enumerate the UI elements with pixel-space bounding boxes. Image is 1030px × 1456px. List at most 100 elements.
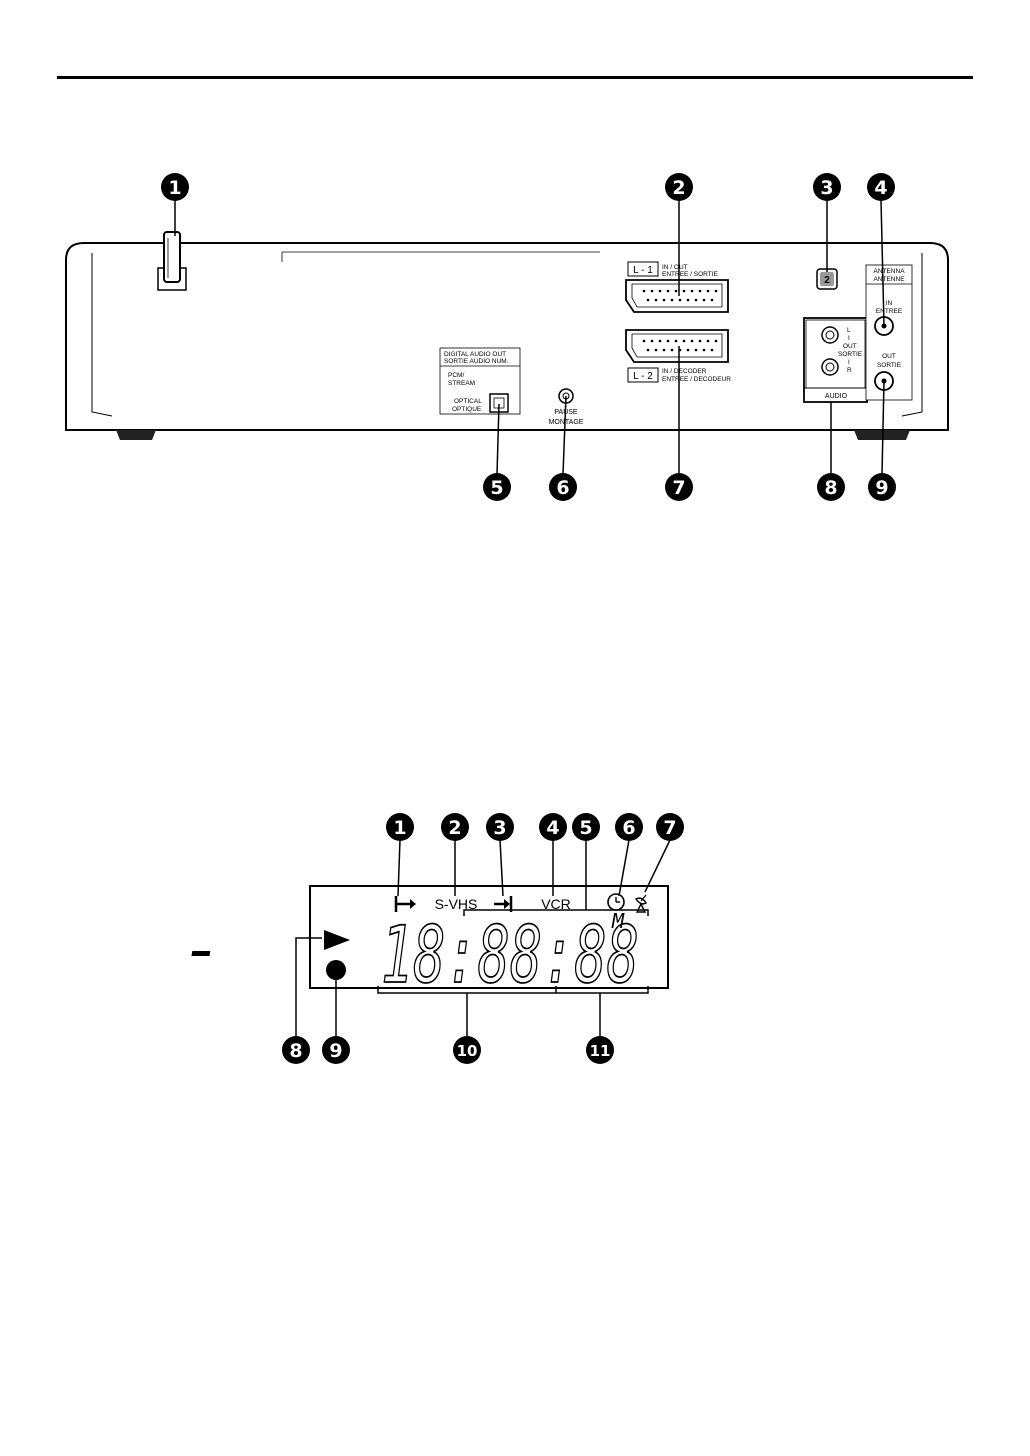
svg-text:3: 3: [493, 817, 506, 839]
l1-text-2: ENTREE / SORTIE: [662, 271, 719, 278]
optical-text-2: OPTIQUE: [452, 406, 482, 413]
scart-pin: [683, 340, 686, 343]
foot-right: [854, 430, 910, 440]
scart-pin: [651, 290, 654, 293]
scart-pin: [695, 349, 698, 352]
scart-pin: [651, 340, 654, 343]
scart-pin: [655, 349, 658, 352]
l1-text-1: IN / OUT: [662, 264, 688, 271]
antenna-in-1: IN: [886, 300, 893, 307]
svg-text:4: 4: [874, 177, 887, 199]
optical-text-1: OPTICAL: [454, 398, 482, 405]
svg-text:8: 8: [289, 1040, 302, 1062]
scart-pin: [699, 340, 702, 343]
svg-text:6: 6: [622, 817, 635, 839]
display-callout-8: 8: [282, 1036, 310, 1064]
pcm-text-1: PCM/: [448, 372, 464, 379]
l2-text-1: IN / DECODER: [662, 368, 707, 375]
scart-pin: [663, 349, 666, 352]
channel-switch-text: 2: [824, 275, 830, 286]
scart-pin: [707, 290, 710, 293]
scart-pin: [667, 290, 670, 293]
audio-label: AUDIO: [825, 393, 848, 400]
scart-pin: [647, 349, 650, 352]
foot-left: [116, 430, 156, 440]
antenna-out-1: OUT: [882, 353, 896, 360]
scart-pin: [679, 299, 682, 302]
display-callout-2: 2: [441, 813, 469, 841]
digital-audio-out: DIGITAL AUDIO OUT SORTIE AUDIO NUM. PCM/…: [440, 348, 520, 414]
scart-pin: [667, 340, 670, 343]
rear-callout-2: 2: [665, 173, 693, 201]
svg-text:4: 4: [546, 817, 559, 839]
svg-text:7: 7: [663, 817, 676, 839]
scart-pin: [687, 349, 690, 352]
svg-text:11: 11: [590, 1042, 611, 1060]
digital-audio-text-2: SORTIE AUDIO NUM.: [444, 358, 509, 365]
svg-text:6: 6: [556, 477, 569, 499]
scart-pin: [675, 340, 678, 343]
svg-text:7: 7: [672, 477, 685, 499]
audio-output-jacks: AUDIO L I OUT SORTIE I R: [804, 318, 867, 402]
scart-pin: [643, 340, 646, 343]
scart-pin: [647, 299, 650, 302]
display-callout-9: 9: [322, 1036, 350, 1064]
pause-text-2: MONTAGE: [549, 419, 584, 426]
scart-pin: [671, 349, 674, 352]
rear-callout-6: 6: [549, 473, 577, 501]
scart-pin: [707, 340, 710, 343]
svg-text:5: 5: [490, 477, 503, 499]
scart-pin: [715, 340, 718, 343]
scart-pin: [711, 299, 714, 302]
svg-text:2: 2: [672, 177, 685, 199]
memo-indicator: M: [611, 909, 625, 933]
rear-callout-9: 9: [868, 473, 896, 501]
scart-pin: [655, 299, 658, 302]
antenna-text-2: ANTENNE: [873, 276, 905, 283]
audio-out-2: SORTIE: [838, 351, 863, 358]
time-digits: 18:88:88: [381, 911, 639, 1001]
l2-badge-text: L - 2: [633, 371, 653, 382]
audio-r-2: R: [847, 367, 852, 374]
svg-text:5: 5: [579, 817, 592, 839]
svg-text:2: 2: [448, 817, 461, 839]
rear-panel-diagram: L - 1 IN / OUT ENTREE / SORTIE L - 2 IN …: [66, 173, 948, 501]
display-callout-3: 3: [486, 813, 514, 841]
scart-pin: [699, 290, 702, 293]
svg-text:3: 3: [820, 177, 833, 199]
scart-pin: [711, 349, 714, 352]
antenna-in-2: ENTREE: [876, 308, 903, 315]
scart-pin: [687, 299, 690, 302]
rear-callout-3: 3: [813, 173, 841, 201]
rear-callout-1: 1: [161, 173, 189, 201]
rear-callout-5: 5: [483, 473, 511, 501]
timer-icon: [608, 894, 624, 910]
record-indicator: [326, 960, 346, 980]
scart-pin: [659, 290, 662, 293]
audio-l-2: I: [848, 335, 850, 342]
digital-audio-text-1: DIGITAL AUDIO OUT: [444, 351, 506, 358]
audio-out-1: OUT: [843, 343, 857, 350]
front-display-diagram: S-VHS VCR 18:88:88 M: [191, 813, 684, 1064]
svg-text:10: 10: [457, 1042, 478, 1060]
scart-pin: [663, 299, 666, 302]
svg-text:9: 9: [329, 1040, 342, 1062]
minus-segment: [191, 951, 210, 956]
scart-pin: [683, 290, 686, 293]
scart-pin: [643, 290, 646, 293]
scart-pin: [703, 349, 706, 352]
l1-badge-text: L - 1: [633, 265, 653, 276]
pcm-text-2: STREAM: [448, 380, 475, 387]
display-callout-11: 11: [586, 1036, 614, 1064]
display-callout-6: 6: [615, 813, 643, 841]
display-callout-5: 5: [572, 813, 600, 841]
svg-text:1: 1: [393, 817, 406, 839]
scart-pin: [703, 299, 706, 302]
scart-pin: [691, 290, 694, 293]
svg-text:8: 8: [824, 477, 837, 499]
svg-text:1: 1: [168, 177, 181, 199]
display-callout-1: 1: [386, 813, 414, 841]
scart-pin: [695, 299, 698, 302]
display-callout-10: 10: [453, 1036, 481, 1064]
scart-pin: [675, 290, 678, 293]
